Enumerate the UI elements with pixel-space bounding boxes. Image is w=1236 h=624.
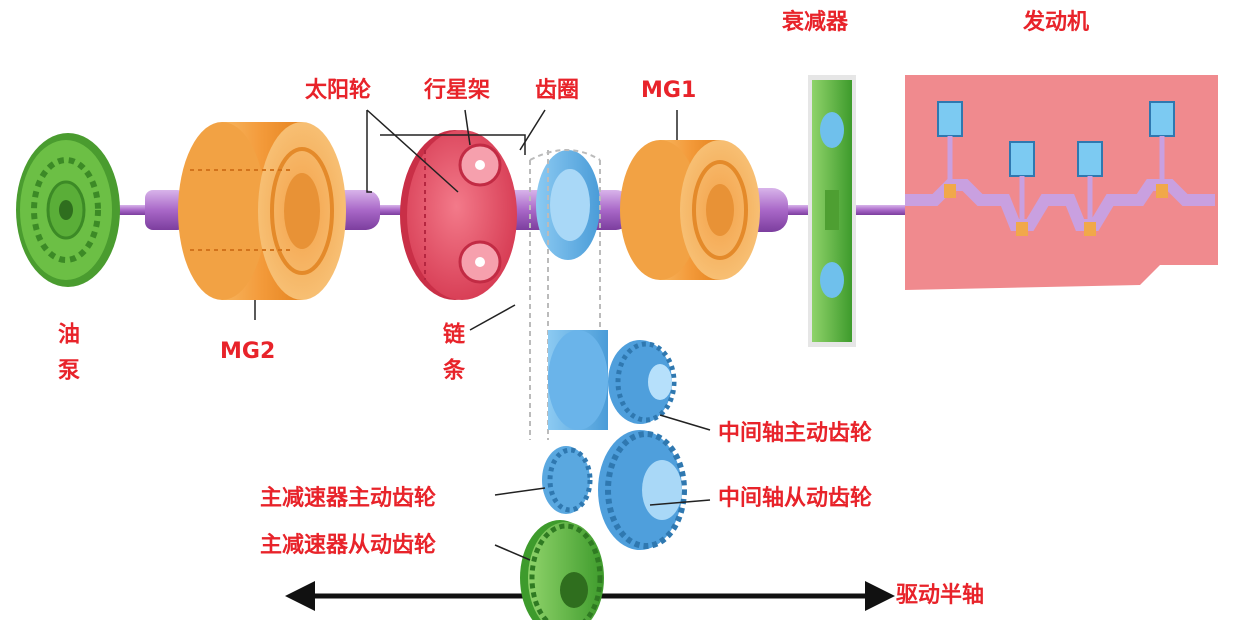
final-drive-gear bbox=[542, 446, 593, 514]
mg1-motor bbox=[620, 140, 760, 280]
final-driven-gear bbox=[520, 520, 604, 624]
damper bbox=[808, 75, 856, 347]
planet-carrier-label: 行星架 bbox=[424, 78, 491, 103]
engine bbox=[905, 75, 1218, 290]
countershaft-drive-gear bbox=[548, 330, 677, 430]
ring-gear-label: 齿圈 bbox=[535, 78, 580, 103]
drive-shaft-label: 驱动半轴 bbox=[896, 583, 985, 608]
sun-gear-label: 太阳轮 bbox=[305, 78, 372, 103]
chain-sprocket bbox=[529, 149, 601, 440]
planetary-gear-set bbox=[400, 130, 517, 300]
chain-label: 链条 bbox=[439, 322, 464, 394]
mg1-label: MG1 bbox=[641, 78, 697, 103]
countershaft-drive-gear-label: 中间轴主动齿轮 bbox=[718, 421, 873, 446]
damper-label: 衰减器 bbox=[782, 10, 849, 35]
oil-pump-gear bbox=[16, 133, 120, 287]
final-drive-gear-label: 主减速器主动齿轮 bbox=[260, 486, 437, 511]
oil-pump-label: 油泵 bbox=[54, 322, 79, 394]
final-driven-gear-label: 主减速器从动齿轮 bbox=[260, 533, 437, 558]
engine-label: 发动机 bbox=[1023, 10, 1090, 35]
countershaft-driven-gear-label: 中间轴从动齿轮 bbox=[718, 486, 873, 511]
mg2-motor bbox=[178, 122, 346, 300]
countershaft-driven-gear bbox=[598, 430, 687, 550]
mg2-label: MG2 bbox=[220, 339, 276, 364]
leader-lines bbox=[254, 109, 711, 561]
